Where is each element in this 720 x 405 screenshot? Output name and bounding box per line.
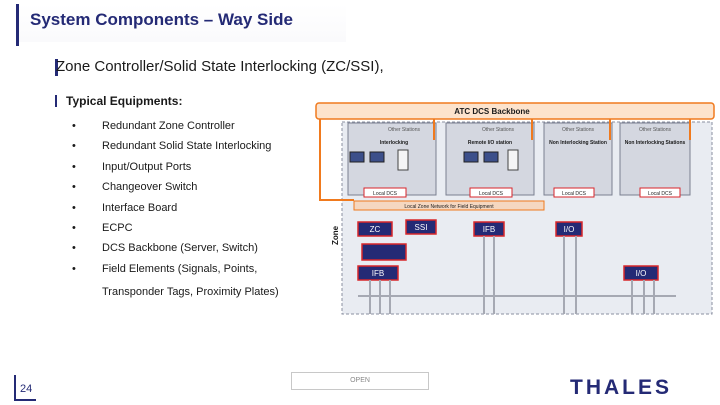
monitor-icon: [369, 151, 385, 163]
bullet-text: Input/Output Ports: [102, 160, 192, 173]
station-title-1: Interlocking: [380, 140, 408, 146]
local-dcs-box-1: [363, 187, 407, 198]
station-header-4: Other Stations: [639, 127, 671, 133]
bullet-text: ECPC: [102, 221, 133, 234]
list-item: • Changeover Switch: [72, 180, 271, 200]
backbone-label: ATC DCS Backbone: [454, 107, 530, 116]
io-module-top: [555, 221, 583, 237]
field-network-label: Local Zone Network for Field Equipment: [404, 204, 494, 210]
bullet-glyph: •: [72, 262, 76, 275]
local-dcs-label-4: Local DCS: [648, 191, 673, 197]
classification-label: OPEN: [291, 372, 429, 390]
list-item: • Redundant Solid State Interlocking: [72, 139, 271, 159]
rack-icon: [507, 149, 519, 171]
typical-accent-bar: [55, 95, 57, 107]
ifb-module-top: [473, 221, 505, 237]
monitor-icon: [349, 151, 365, 163]
field-network-bar: [353, 200, 545, 211]
bullet-glyph: •: [72, 242, 76, 255]
ifb-top-label: IFB: [483, 225, 495, 234]
subtitle-accent-bar: [55, 59, 58, 76]
list-item: • Input/Output Ports: [72, 160, 271, 180]
io-bottom-label: I/O: [636, 269, 647, 278]
thales-logo: THALES: [570, 376, 672, 399]
station-title-2: Remote I/O station: [468, 140, 512, 146]
station-title-3: Non Interlocking Station: [549, 140, 607, 146]
orange-connector: [319, 119, 691, 201]
local-dcs-box-3: [553, 187, 595, 198]
local-dcs-label-3: Local DCS: [562, 191, 587, 197]
local-dcs-box-4: [639, 187, 681, 198]
monitor-icon: [483, 151, 499, 163]
io-top-label: I/O: [564, 225, 575, 234]
bullet-text: Changeover Switch: [102, 181, 198, 194]
bullet-text: Interface Board: [102, 201, 178, 214]
title-bar: [16, 4, 346, 46]
ssi-label: SSI: [415, 223, 428, 232]
ssi-module: [405, 219, 437, 235]
bullet-text: Redundant Zone Controller: [102, 120, 235, 132]
page-number-box: 24: [14, 375, 36, 401]
station-box-3: [543, 122, 613, 196]
list-item: • Redundant Zone Controller: [72, 119, 271, 139]
station-box-4: [619, 122, 691, 196]
list-item: • DCS Backbone (Server, Switch): [72, 241, 271, 261]
bullet-glyph: •: [72, 120, 76, 132]
local-dcs-label-1: Local DCS: [373, 191, 398, 197]
slide-subtitle: Zone Controller/Solid State Interlocking…: [56, 58, 384, 75]
monitor-icon: [463, 151, 479, 163]
ifb-bottom-label: IFB: [372, 269, 384, 278]
equipment-list: • Redundant Zone Controller • Redundant So…: [72, 119, 279, 298]
local-dcs-box-2: [469, 187, 513, 198]
bullet-text: Field Elements (Signals, Points,: [102, 262, 258, 275]
page-number: 24: [20, 383, 33, 395]
typical-equipments-heading: Typical Equipments:: [66, 94, 183, 108]
station-header-1: Other Stations: [388, 127, 420, 133]
bullet-glyph: •: [72, 201, 76, 214]
atc-architecture-diagram: ATC DCS Backbone Zone Other Stations Oth…: [315, 102, 715, 315]
bullet-glyph: •: [72, 181, 76, 194]
station-header-3: Other Stations: [562, 127, 594, 133]
list-item: • Field Elements (Signals, Points,: [72, 262, 271, 282]
bullet-text: DCS Backbone (Server, Switch): [102, 242, 258, 255]
local-dcs-label-2: Local DCS: [479, 191, 504, 197]
zc-label: ZC: [370, 225, 381, 234]
rack-icon: [397, 149, 409, 171]
bullet-continuation: Transponder Tags, Proximity Plates): [102, 286, 279, 298]
title-accent-bar: [16, 4, 19, 46]
bullet-glyph: •: [72, 140, 76, 153]
bullet-glyph: •: [72, 221, 76, 234]
slide-title: System Components – Way Side: [30, 10, 293, 29]
io-module-bottom: [623, 265, 659, 281]
station-title-4: Non Interlocking Stations: [625, 140, 686, 146]
backbone-bar: [315, 102, 715, 120]
list-item: • ECPC: [72, 221, 271, 241]
bullet-text: Redundant Solid State Interlocking: [102, 140, 272, 153]
changeover-switch: [361, 243, 407, 261]
zc-module: [357, 221, 393, 237]
ifb-module-bottom: [357, 265, 399, 281]
bullet-glyph: •: [72, 160, 76, 173]
zone-label: Zone: [331, 225, 340, 245]
list-item: • Interface Board: [72, 201, 271, 221]
station-header-2: Other Stations: [482, 127, 514, 133]
